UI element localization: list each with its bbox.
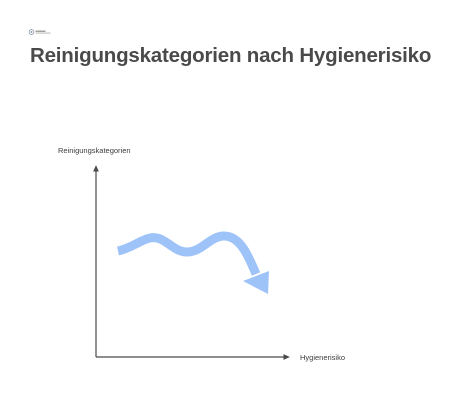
y-axis-label: Reinigungskategorien xyxy=(58,146,131,155)
trend-curve xyxy=(116,231,261,276)
trend-curve-arrowhead xyxy=(243,271,269,294)
x-axis-label: Hygienerisiko xyxy=(300,353,345,362)
page-title: Reinigungskategorien nach Hygienerisiko xyxy=(30,44,432,67)
brand-logo xyxy=(28,29,51,35)
